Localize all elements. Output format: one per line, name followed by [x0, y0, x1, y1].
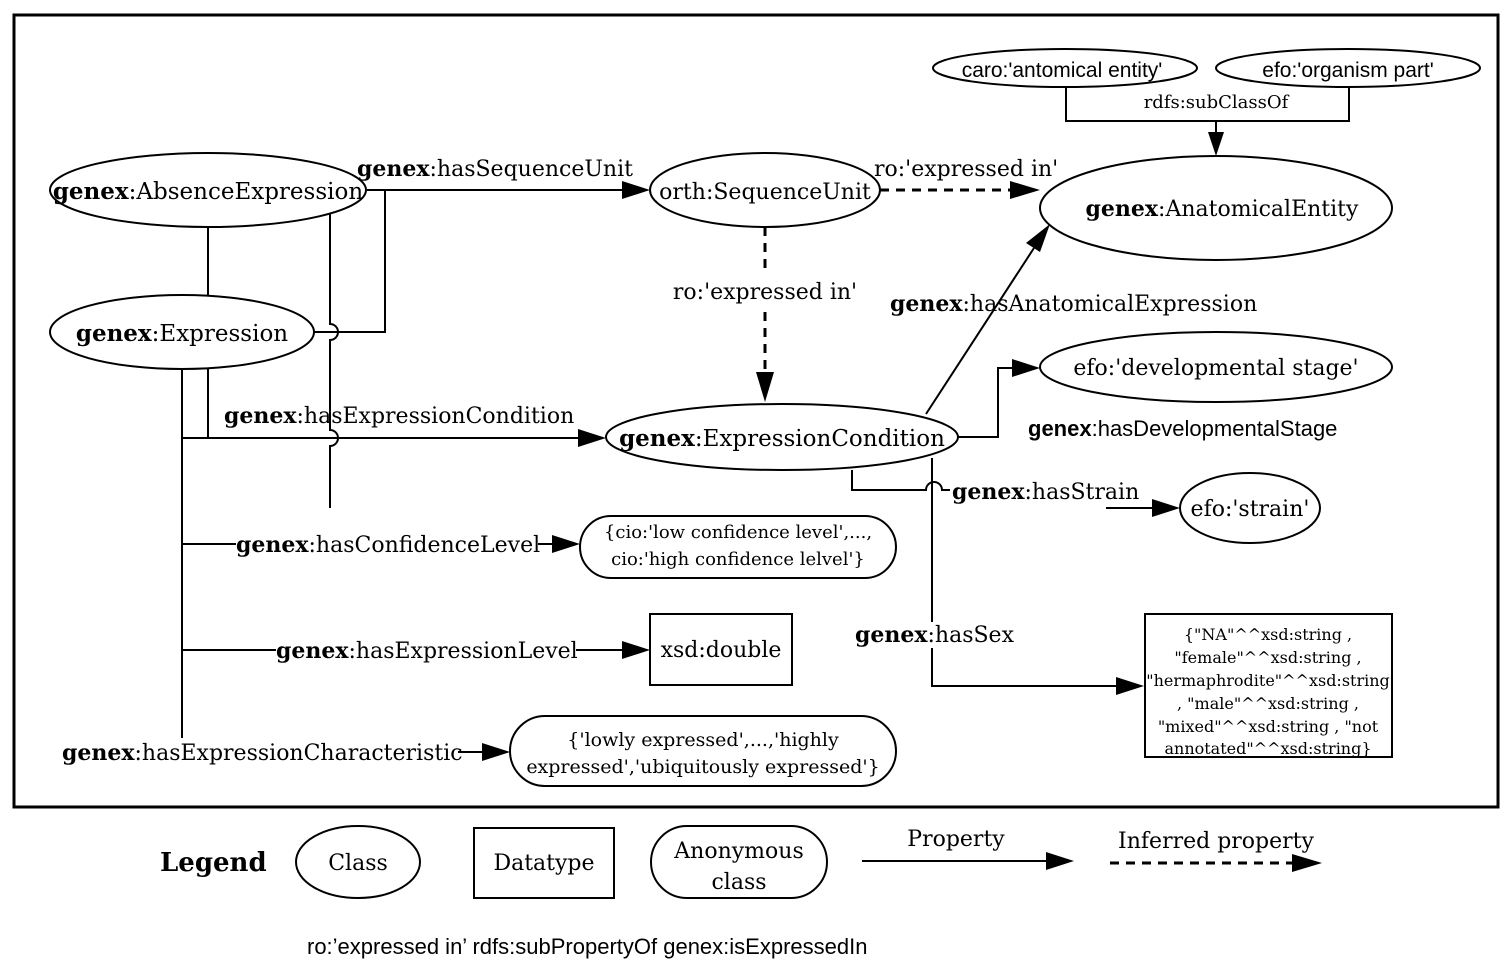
- legend-inferred-property-label: Inferred property: [1118, 829, 1314, 854]
- legend-inferred-property-arrow: [1292, 854, 1322, 872]
- legend-anonymous-label-2: class: [711, 870, 766, 895]
- svg-text:efo:'strain': efo:'strain': [1191, 497, 1310, 522]
- node-absence-expression: genex:AbsenceExpression: [49, 152, 367, 228]
- legend-property-label: Property: [907, 827, 1005, 852]
- svg-text:expressed','ubiquitously expre: expressed','ubiquitously expressed'}: [526, 756, 879, 778]
- legend-anonymous-label-1: Anonymous: [673, 839, 803, 864]
- svg-text:{"NA"^^xsd:string ,: {"NA"^^xsd:string ,: [1184, 625, 1352, 644]
- node-caro-anatomical-entity: caro:'antomical entity': [932, 48, 1198, 88]
- node-expression-condition: genex:ExpressionCondition: [605, 403, 959, 471]
- legend-datatype-label: Datatype: [493, 851, 594, 876]
- svg-text:genex:Expression: genex:Expression: [76, 320, 288, 347]
- svg-text:rdfs:subClassOf: rdfs:subClassOf: [1144, 92, 1290, 113]
- node-xsd-double: xsd:double: [649, 613, 793, 686]
- label-expressed-in-mid: ro:'expressed in': [673, 280, 857, 305]
- node-strain: efo:'strain': [1179, 472, 1321, 544]
- label-has-expression-level: genex:hasExpressionLevel: [276, 638, 578, 664]
- node-characteristic-set: {'lowly expressed',...,'highly expressed…: [509, 715, 897, 787]
- svg-text:orth:SequenceUnit: orth:SequenceUnit: [659, 180, 871, 205]
- node-expression: genex:Expression: [49, 294, 315, 370]
- label-expressed-in-top: ro:'expressed in': [874, 157, 1058, 182]
- svg-text:{cio:'low confidence level',..: {cio:'low confidence level',...,: [604, 522, 872, 543]
- legend-anonymous-shape: [650, 825, 828, 899]
- label-has-strain: genex:hasStrain: [952, 479, 1139, 505]
- footnote-subproperty: ro:’expressed in’ rdfs:subPropertyOf gen…: [307, 934, 867, 959]
- legend-datatype-shape: [473, 827, 615, 899]
- svg-text:"mixed"^^xsd:string , "not: "mixed"^^xsd:string , "not: [1158, 717, 1379, 736]
- label-has-sex: genex:hasSex: [855, 622, 1015, 648]
- legend-class-label: Class: [328, 851, 388, 876]
- svg-text:efo:'developmental stage': efo:'developmental stage': [1073, 356, 1358, 381]
- svg-text:caro:'antomical entity': caro:'antomical entity': [962, 59, 1163, 82]
- svg-text:"hermaphrodite"^^xsd:string: "hermaphrodite"^^xsd:string: [1146, 671, 1390, 690]
- subclass-of-box: rdfs:subClassOf: [1065, 87, 1350, 122]
- label-has-sequence-unit: genex:hasSequenceUnit: [357, 156, 633, 182]
- label-has-anatomical-expression: genex:hasAnatomicalExpression: [890, 291, 1257, 317]
- svg-text:genex:AnatomicalEntity: genex:AnatomicalEntity: [1086, 196, 1359, 222]
- legend-class-shape: [295, 825, 421, 899]
- node-developmental-stage: efo:'developmental stage': [1039, 331, 1393, 403]
- node-efo-organism-part: efo:'organism part': [1215, 48, 1481, 88]
- svg-text:efo:'organism part': efo:'organism part': [1262, 59, 1433, 82]
- node-sequence-unit: orth:SequenceUnit: [649, 152, 881, 228]
- label-has-expression-condition: genex:hasExpressionCondition: [224, 403, 574, 429]
- diagram-frame: [12, 13, 1500, 809]
- node-anatomical-entity: genex:AnatomicalEntity: [1039, 155, 1393, 261]
- svg-text:xsd:double: xsd:double: [661, 638, 782, 663]
- svg-text:cio:'high confidence lelvel'}: cio:'high confidence lelvel'}: [611, 549, 865, 570]
- legend-title: Legend: [160, 848, 267, 878]
- label-has-confidence-level: genex:hasConfidenceLevel: [236, 532, 540, 558]
- svg-text:"female"^^xsd:string ,: "female"^^xsd:string ,: [1174, 648, 1361, 667]
- label-has-expression-characteristic: genex:hasExpressionCharacteristic: [62, 740, 463, 766]
- label-has-developmental-stage: genex:hasDevelopmentalStage: [1028, 416, 1337, 441]
- legend-property-arrow: [1046, 852, 1074, 870]
- svg-text:genex:ExpressionCondition: genex:ExpressionCondition: [619, 425, 945, 452]
- svg-text:, "male"^^xsd:string ,: , "male"^^xsd:string ,: [1177, 694, 1359, 713]
- edge-lines: [181, 121, 1224, 761]
- svg-text:{'lowly expressed',...,'highly: {'lowly expressed',...,'highly: [567, 729, 839, 751]
- svg-text:genex:AbsenceExpression: genex:AbsenceExpression: [53, 178, 363, 205]
- node-sex-values: {"NA"^^xsd:string , "female"^^xsd:string…: [1144, 613, 1393, 758]
- legend: Legend Class Datatype Anonymous class Pr…: [160, 825, 1322, 899]
- svg-text:annotated"^^xsd:string}: annotated"^^xsd:string}: [1164, 739, 1371, 758]
- node-confidence-set: {cio:'low confidence level',..., cio:'hi…: [579, 515, 897, 579]
